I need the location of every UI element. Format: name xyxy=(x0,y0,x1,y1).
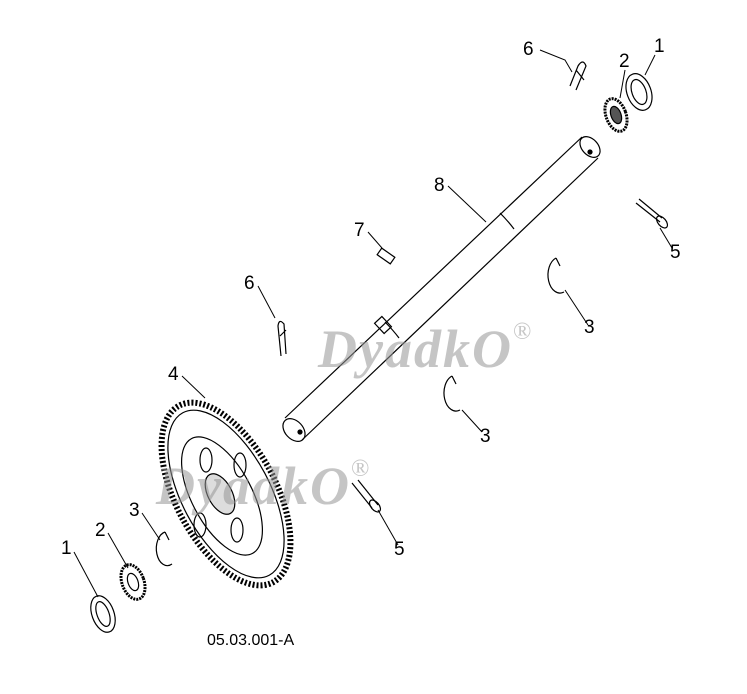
shaft-part-8 xyxy=(282,136,601,442)
watermark: DyadkO® xyxy=(156,455,372,516)
bearing-part-2 xyxy=(119,563,147,601)
e-clip-part-3 xyxy=(547,257,565,294)
callout-5: 5 xyxy=(670,242,681,263)
callout-6: 6 xyxy=(523,39,534,60)
e-clip-part-3 xyxy=(155,531,173,567)
leader-lines xyxy=(73,49,673,598)
key-part-7 xyxy=(376,247,396,265)
diagram-caption: 05.03.001-A xyxy=(207,632,295,649)
callout-7: 7 xyxy=(354,220,365,241)
callout-2: 2 xyxy=(619,51,630,72)
callout-8: 8 xyxy=(434,175,445,196)
hairpin-part-6 xyxy=(277,320,287,357)
washer-part-1 xyxy=(625,73,653,111)
washer-part-1 xyxy=(90,595,116,633)
e-clip-part-3 xyxy=(443,375,461,412)
bearing-part-2 xyxy=(603,97,629,133)
callout-2: 2 xyxy=(95,520,106,541)
callout-1: 1 xyxy=(61,538,72,559)
gear-part-4 xyxy=(158,399,294,589)
pin-part-5 xyxy=(351,479,382,513)
watermark: DyadkO® xyxy=(318,318,534,379)
callout-5: 5 xyxy=(394,539,405,560)
callout-6: 6 xyxy=(244,273,255,294)
callout-3: 3 xyxy=(129,500,140,521)
hairpin-part-6 xyxy=(569,61,587,91)
callout-3: 3 xyxy=(480,426,491,447)
pin-part-5 xyxy=(635,198,669,229)
callout-3: 3 xyxy=(584,317,595,338)
callout-1: 1 xyxy=(654,36,665,57)
callout-4: 4 xyxy=(168,364,179,385)
